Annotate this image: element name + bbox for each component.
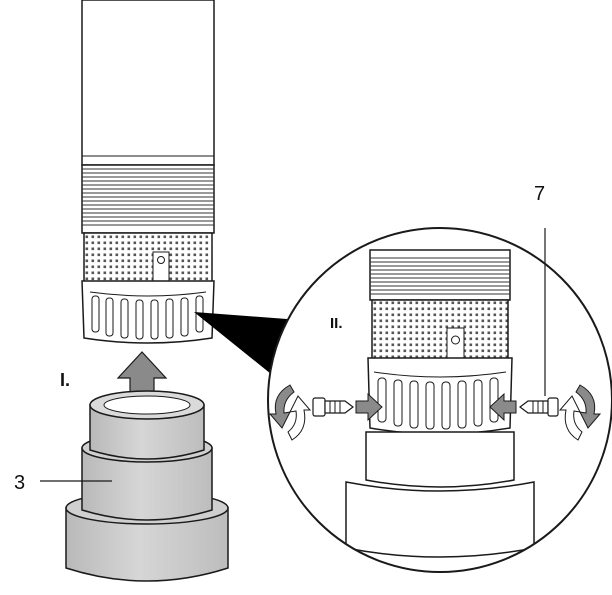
detail-thread — [369, 249, 511, 301]
tube-ribbed-collar — [81, 280, 215, 344]
base-part-three — [65, 390, 229, 582]
part-three-label: 3 — [14, 472, 25, 494]
right-screw — [519, 397, 559, 417]
arrow-left-icon — [489, 392, 517, 422]
step-one-label: I. — [60, 370, 70, 390]
tube-body — [81, 0, 215, 166]
tube-thread — [81, 164, 215, 234]
main-tube — [81, 0, 215, 344]
detail-view — [267, 227, 612, 573]
rotate-ccw-icon — [268, 384, 312, 441]
detail-screw-top — [451, 335, 460, 345]
step-two-label: II. — [330, 315, 343, 332]
detail-base — [345, 431, 535, 558]
arrow-right-icon — [355, 392, 383, 422]
left-screw — [312, 397, 354, 417]
rotate-cw-icon — [558, 384, 602, 441]
part-seven-label: 7 — [534, 183, 545, 205]
filter-screw-top — [157, 256, 165, 264]
detail-ribbed-collar — [367, 357, 513, 435]
